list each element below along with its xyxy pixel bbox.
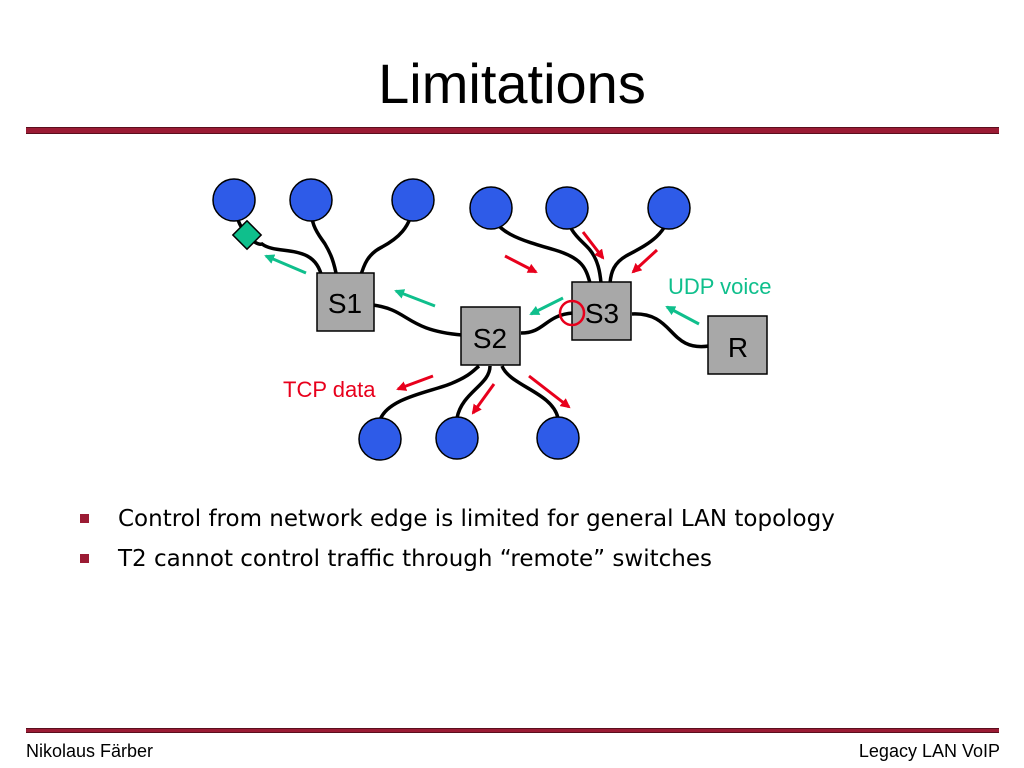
- switch-s2: [460, 306, 521, 366]
- switch-s3-label: S3: [585, 298, 619, 329]
- host-node: [536, 416, 580, 460]
- switch-s3: [571, 281, 632, 341]
- host-node: [545, 186, 589, 230]
- router-r-label: R: [728, 332, 748, 363]
- bullet-item: T2 cannot control traffic through “remot…: [80, 542, 835, 582]
- tcp-arrow: [581, 231, 605, 260]
- switch-s1-label: S1: [328, 288, 362, 319]
- tcp-arrow: [471, 383, 496, 415]
- voip-terminal-icon: [231, 219, 263, 251]
- title-divider: [26, 127, 999, 134]
- cable-s2-s3: [520, 311, 574, 335]
- host-node: [469, 186, 513, 230]
- square-bullet-icon: [80, 514, 89, 523]
- switch-s1: [316, 272, 375, 332]
- host-node: [289, 178, 333, 222]
- footer-topic: Legacy LAN VoIP: [858, 741, 1000, 761]
- bullet-text: Control from network edge is limited for…: [118, 506, 835, 532]
- bottleneck-marker: [558, 299, 586, 327]
- cable-s2-host1: [378, 364, 481, 421]
- tcp-arrow: [631, 248, 659, 274]
- udp-voice-label: UDP voice: [668, 274, 772, 299]
- udp-arrow: [665, 305, 700, 326]
- tcp-data-label: TCP data: [283, 377, 376, 402]
- host-node: [435, 416, 479, 460]
- host-node: [391, 178, 435, 222]
- udp-arrow: [264, 254, 307, 275]
- cable-s3-r: [631, 312, 710, 349]
- cable-s1-host1: [232, 199, 324, 279]
- slide-title: Limitations: [378, 52, 646, 115]
- host-node: [212, 178, 256, 222]
- bullet-item: Control from network edge is limited for…: [80, 502, 835, 542]
- tcp-arrow: [504, 254, 538, 274]
- bullet-list: Control from network edge is limited for…: [80, 502, 835, 582]
- footer-divider: [26, 728, 999, 733]
- udp-arrow: [529, 296, 564, 316]
- bullet-text: T2 cannot control traffic through “remot…: [118, 546, 712, 572]
- host-node: [358, 417, 402, 461]
- switch-s2-label: S2: [473, 323, 507, 354]
- udp-arrow: [394, 289, 436, 308]
- cable-s2-host2: [455, 365, 492, 419]
- router-r: [707, 315, 768, 375]
- tcp-arrow: [396, 374, 434, 391]
- footer-author: Nikolaus Färber: [26, 741, 154, 761]
- cable-s1-s2: [372, 303, 463, 337]
- cable-s2-host3: [500, 365, 560, 419]
- host-node: [647, 186, 691, 230]
- square-bullet-icon: [80, 554, 89, 563]
- tcp-arrow: [528, 374, 571, 409]
